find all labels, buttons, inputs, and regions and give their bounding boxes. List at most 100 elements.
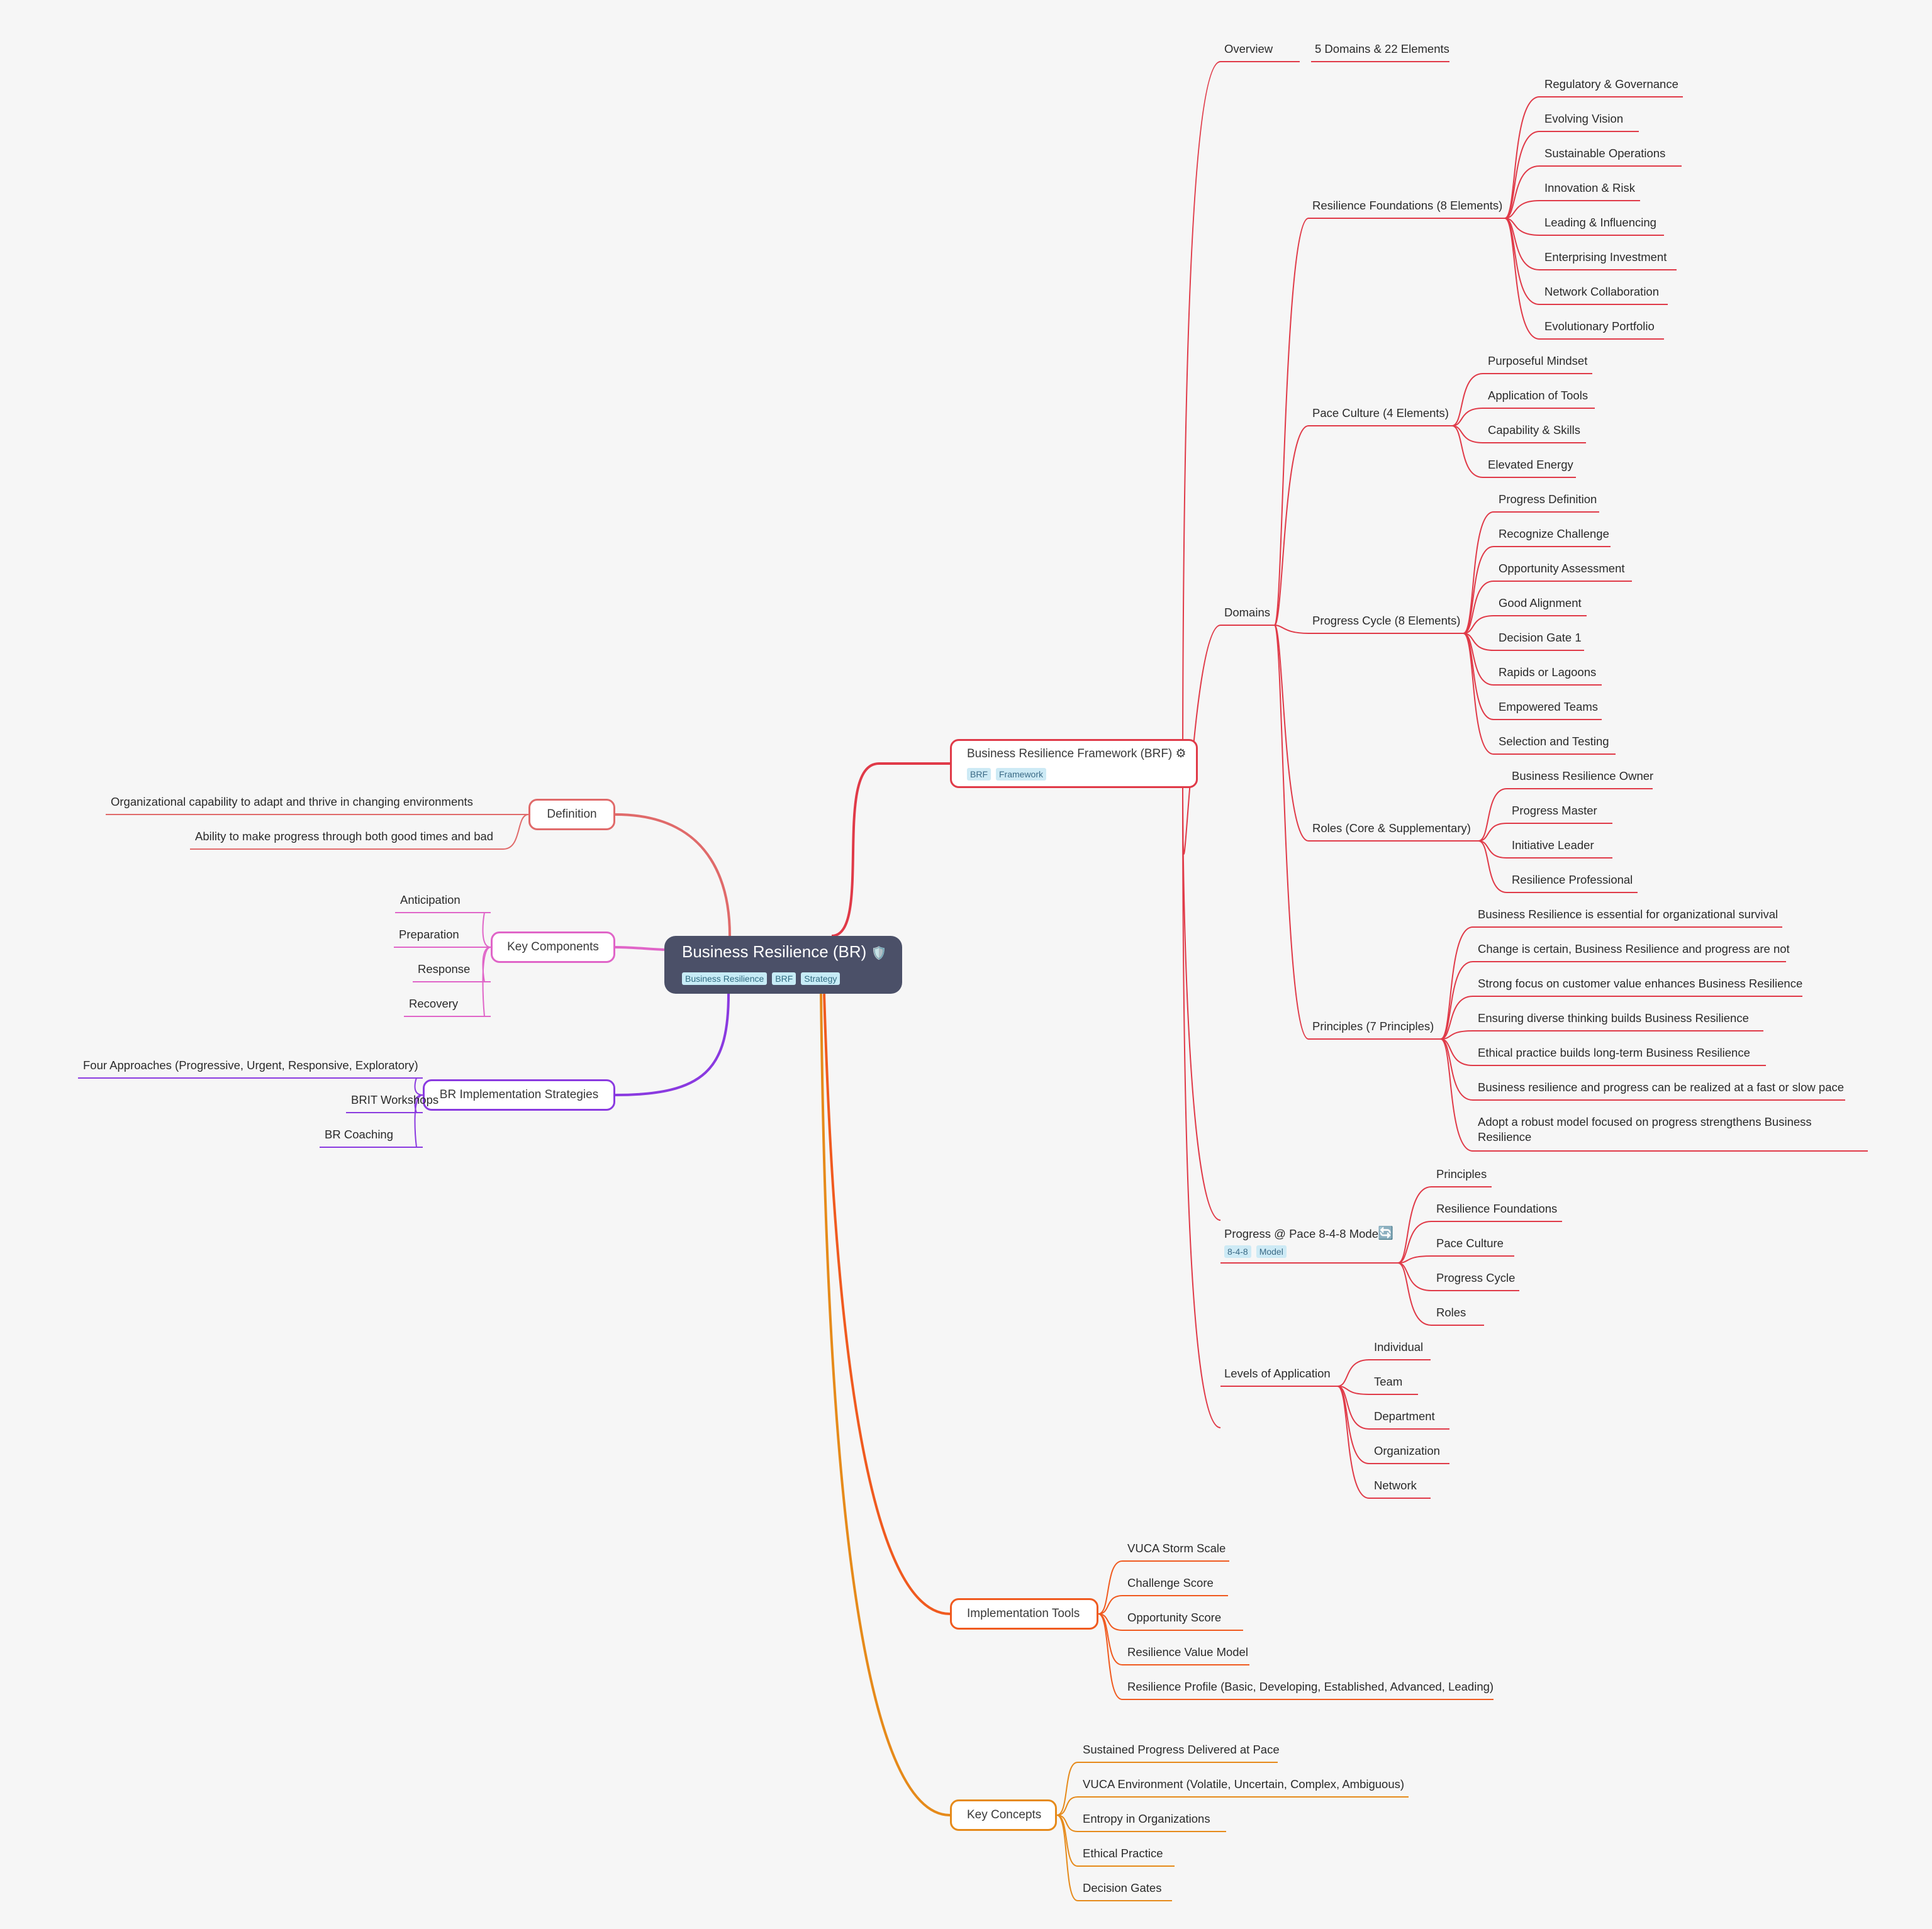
tool-item[interactable]: Challenge Score <box>1127 1576 1214 1589</box>
principle-item[interactable]: Ethical practice builds long-term Busine… <box>1478 1046 1750 1059</box>
foundation-item[interactable]: Evolving Vision <box>1544 112 1624 125</box>
concept-item[interactable]: Entropy in Organizations <box>1083 1812 1210 1825</box>
principle-item[interactable]: Ensuring diverse thinking builds Busines… <box>1478 1011 1749 1025</box>
model-tag: Model <box>1256 1245 1287 1258</box>
roles-label[interactable]: Roles (Core & Supplementary) <box>1312 821 1471 835</box>
key-components-label: Key Components <box>507 940 599 953</box>
foundation-item[interactable]: Evolutionary Portfolio <box>1544 320 1655 333</box>
component-item[interactable]: Preparation <box>399 928 459 941</box>
concept-item[interactable]: Decision Gates <box>1083 1881 1162 1894</box>
principle-item[interactable]: Change is certain, Business Resilience a… <box>1478 942 1790 955</box>
definition-node[interactable]: Definition <box>528 799 615 830</box>
tool-item[interactable]: Resilience Value Model <box>1127 1645 1248 1659</box>
model-item[interactable]: Pace Culture <box>1436 1237 1504 1250</box>
principle-item[interactable]: Business Resilience is essential for org… <box>1478 908 1778 921</box>
progress-cycle-item[interactable]: Good Alignment <box>1499 596 1582 609</box>
foundation-item[interactable]: Leading & Influencing <box>1544 216 1656 229</box>
model-item[interactable]: Roles <box>1436 1306 1466 1319</box>
connector-line <box>1504 96 1540 219</box>
strategy-item[interactable]: BR Coaching <box>325 1128 394 1141</box>
strategy-item[interactable]: Four Approaches (Progressive, Urgent, Re… <box>83 1059 418 1072</box>
progress-cycle-item[interactable]: Opportunity Assessment <box>1499 562 1625 575</box>
concept-item[interactable]: Sustained Progress Delivered at Pace <box>1083 1743 1280 1756</box>
root-node[interactable]: Business Resilience (BR) 🛡️ Business Res… <box>664 936 902 994</box>
level-item[interactable]: Team <box>1374 1375 1403 1388</box>
levels-label[interactable]: Levels of Application <box>1224 1367 1331 1380</box>
tool-item[interactable]: VUCA Storm Scale <box>1127 1542 1226 1555</box>
model-item[interactable]: Progress Cycle <box>1436 1271 1516 1284</box>
pace-culture-item[interactable]: Elevated Energy <box>1488 458 1573 471</box>
pace-culture-item[interactable]: Application of Tools <box>1488 389 1589 402</box>
brf-title: Business Resilience Framework (BRF) <box>967 747 1173 760</box>
connector-line <box>1440 1038 1473 1152</box>
resilience-foundations-label[interactable]: Resilience Foundations (8 Elements) <box>1312 199 1503 212</box>
progress-cycle-item[interactable]: Progress Definition <box>1499 492 1597 506</box>
connector-line <box>1478 788 1507 842</box>
key-components-node[interactable]: Key Components <box>491 931 615 963</box>
overview-label[interactable]: Overview <box>1224 42 1273 55</box>
pace-culture-label[interactable]: Pace Culture (4 Elements) <box>1312 406 1449 420</box>
progress-cycle-item[interactable]: Recognize Challenge <box>1499 527 1609 540</box>
model-item[interactable]: Principles <box>1436 1167 1487 1181</box>
role-item[interactable]: Initiative Leader <box>1512 838 1594 852</box>
component-item[interactable]: Response <box>418 962 471 976</box>
principles-label[interactable]: Principles (7 Principles) <box>1312 1020 1434 1033</box>
principle-item[interactable]: Strong focus on customer value enhances … <box>1478 977 1803 990</box>
connector-line <box>820 993 951 1816</box>
connector-line <box>414 1094 423 1148</box>
progress-cycle-item[interactable]: Selection and Testing <box>1499 735 1609 748</box>
level-item[interactable]: Network <box>1374 1479 1417 1492</box>
connector-line <box>1098 1613 1123 1665</box>
connector-line <box>1440 926 1473 1040</box>
principle-item[interactable]: Adopt a robust model focused on progress… <box>1478 1115 1812 1143</box>
model-label[interactable]: Progress @ Pace 8-4-8 Model <box>1224 1227 1382 1240</box>
tool-item[interactable]: Opportunity Score <box>1127 1611 1222 1624</box>
level-item[interactable]: Individual <box>1374 1340 1424 1354</box>
progress-cycle-label[interactable]: Progress Cycle (8 Elements) <box>1312 614 1461 627</box>
level-item[interactable]: Department <box>1374 1409 1435 1423</box>
concept-item[interactable]: Ethical Practice <box>1083 1847 1163 1860</box>
progress-cycle-item[interactable]: Decision Gate 1 <box>1499 631 1582 644</box>
progress-cycle-item[interactable]: Empowered Teams <box>1499 700 1599 713</box>
connector-line <box>1440 996 1473 1040</box>
brf-node[interactable]: Business Resilience Framework (BRF) ⚙ BR… <box>950 739 1198 788</box>
connector-line <box>414 1077 423 1096</box>
foundation-item[interactable]: Sustainable Operations <box>1544 147 1666 160</box>
definition-item[interactable]: Ability to make progress through both go… <box>195 830 494 843</box>
definition-label: Definition <box>547 808 597 821</box>
foundation-item[interactable]: Innovation & Risk <box>1544 181 1635 194</box>
domains-label[interactable]: Domains <box>1224 606 1270 619</box>
foundation-item[interactable]: Enterprising Investment <box>1544 250 1667 264</box>
connector-line <box>1056 1815 1078 1901</box>
pace-culture-item[interactable]: Purposeful Mindset <box>1488 354 1588 367</box>
foundation-item[interactable]: Regulatory & Governance <box>1544 77 1678 91</box>
connector-line <box>1056 1762 1078 1816</box>
component-item[interactable]: Recovery <box>409 997 459 1010</box>
brf-tag: Framework <box>996 768 1047 781</box>
component-item[interactable]: Anticipation <box>400 893 461 906</box>
strategies-node[interactable]: BR Implementation Strategies <box>423 1079 615 1111</box>
key-concepts-node[interactable]: Key Concepts <box>950 1799 1057 1831</box>
role-item[interactable]: Resilience Professional <box>1512 873 1633 886</box>
connector-line <box>1440 961 1473 1040</box>
connector-line <box>1440 1030 1473 1040</box>
connector-line <box>1337 1386 1370 1395</box>
definition-item[interactable]: Organizational capability to adapt and t… <box>111 795 473 808</box>
implementation-tools-label: Implementation Tools <box>967 1607 1080 1620</box>
pace-culture-item[interactable]: Capability & Skills <box>1488 423 1581 436</box>
role-item[interactable]: Progress Master <box>1512 804 1597 817</box>
connector-line <box>1504 218 1540 340</box>
connector-line <box>1274 425 1309 626</box>
overview-value[interactable]: 5 Domains & 22 Elements <box>1315 42 1449 55</box>
strategy-item[interactable]: BRIT Workshops <box>351 1093 439 1106</box>
principle-item[interactable]: Business resilience and progress can be … <box>1478 1081 1845 1094</box>
root-tag: Strategy <box>801 972 840 985</box>
progress-cycle-item[interactable]: Rapids or Lagoons <box>1499 665 1597 679</box>
level-item[interactable]: Organization <box>1374 1444 1440 1457</box>
implementation-tools-node[interactable]: Implementation Tools <box>950 1598 1098 1630</box>
concept-item[interactable]: VUCA Environment (Volatile, Uncertain, C… <box>1083 1777 1405 1791</box>
tool-item[interactable]: Resilience Profile (Basic, Developing, E… <box>1127 1680 1494 1693</box>
model-item[interactable]: Resilience Foundations <box>1436 1202 1558 1215</box>
role-item[interactable]: Business Resilience Owner <box>1512 769 1654 782</box>
foundation-item[interactable]: Network Collaboration <box>1544 285 1660 298</box>
